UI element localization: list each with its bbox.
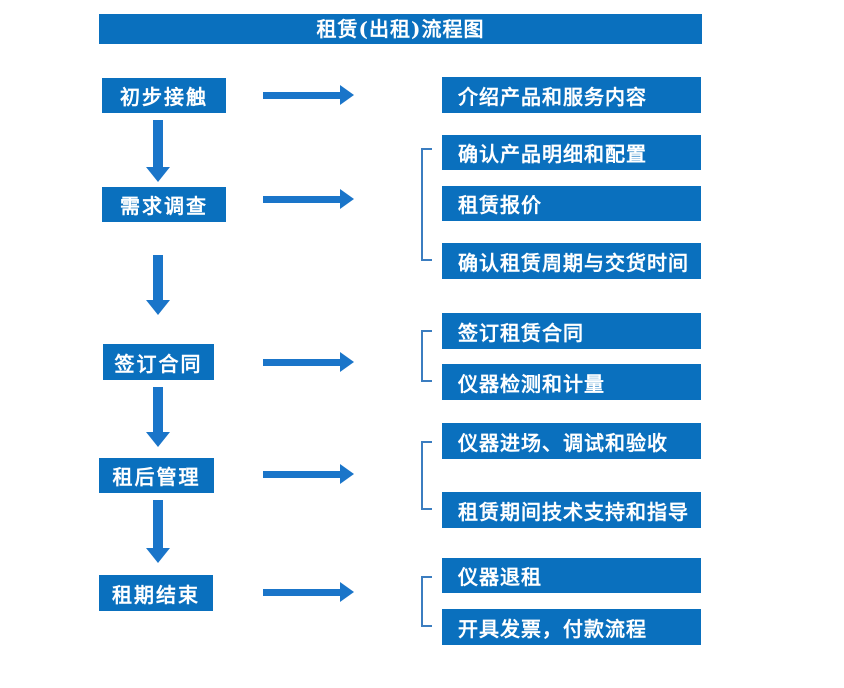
right-arrow-icon	[263, 582, 354, 602]
group-bracket	[421, 441, 432, 510]
substep-box-technical-support: 租赁期间技术支持和指导	[442, 492, 701, 528]
down-arrow-icon	[146, 500, 170, 563]
substep-box-confirm-rental-period: 确认租赁周期与交货时间	[442, 243, 701, 279]
substep-box-sign-rental-contract: 签订租赁合同	[442, 313, 701, 349]
down-arrow-icon	[146, 387, 170, 447]
substep-box-instrument-setup: 仪器进场、调试和验收	[442, 423, 701, 459]
step-box-sign-contract: 签订合同	[103, 344, 214, 380]
right-arrow-icon	[263, 464, 354, 484]
group-bracket	[421, 330, 432, 382]
right-arrow-icon	[263, 189, 354, 209]
right-arrow-icon	[263, 352, 354, 372]
substep-box-introduce-products: 介绍产品和服务内容	[442, 77, 701, 113]
group-bracket	[421, 148, 432, 261]
down-arrow-icon	[146, 255, 170, 315]
right-arrow-icon	[263, 85, 354, 105]
substep-box-confirm-product-details: 确认产品明细和配置	[442, 135, 701, 170]
substep-box-rental-quotation: 租赁报价	[442, 186, 701, 221]
step-box-initial-contact: 初步接触	[102, 78, 226, 113]
down-arrow-icon	[146, 120, 170, 182]
flowchart-title: 租赁(出租)流程图	[99, 14, 702, 44]
step-box-lease-end: 租期结束	[99, 575, 213, 611]
substep-box-instrument-return: 仪器退租	[442, 558, 701, 593]
substep-box-invoice-payment: 开具发票，付款流程	[442, 609, 701, 645]
group-bracket	[421, 576, 432, 627]
substep-box-instrument-testing: 仪器检测和计量	[442, 364, 701, 400]
step-box-post-rental-management: 租后管理	[99, 458, 214, 493]
step-box-demand-survey: 需求调查	[102, 187, 226, 222]
